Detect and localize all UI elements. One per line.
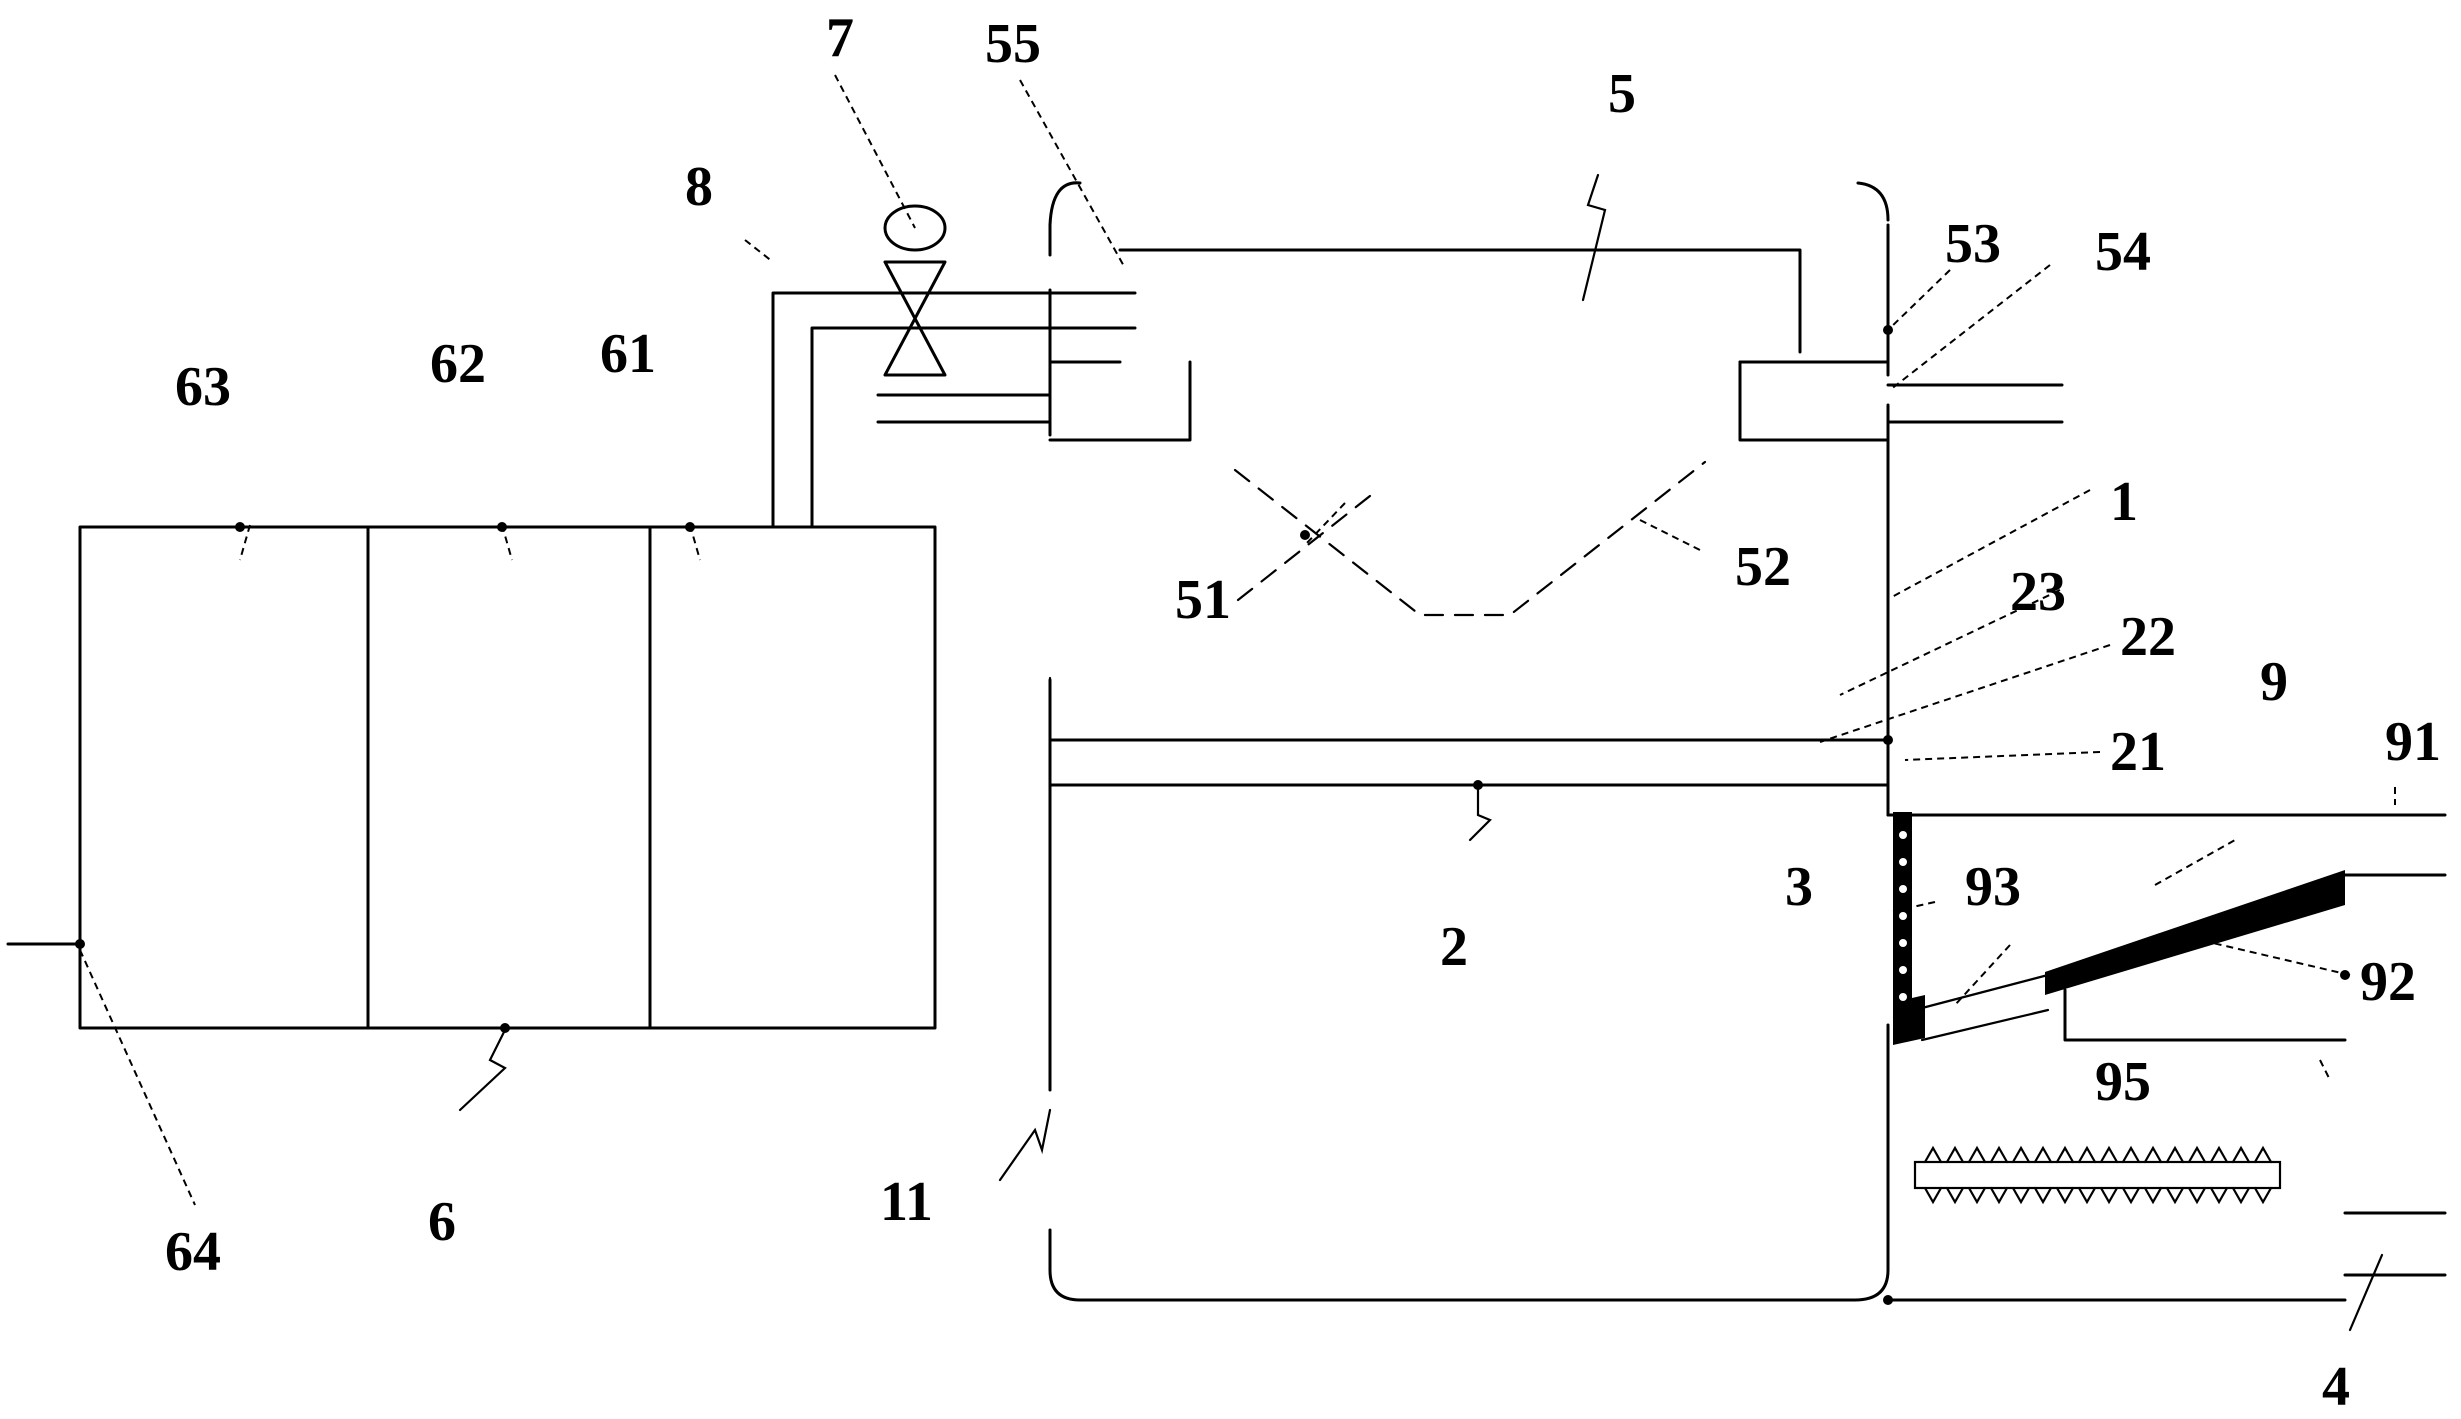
heating-element — [1913, 1145, 2282, 1205]
tank-body — [1048, 181, 2347, 1302]
label-2: 2 — [1440, 916, 1468, 978]
label-92: 92 — [2360, 951, 2416, 1013]
filter-cover — [1048, 248, 2064, 442]
label-5: 5 — [1608, 63, 1636, 125]
label-51: 51 — [1175, 569, 1231, 631]
storage-tank — [6, 525, 937, 1030]
label-53: 53 — [1945, 213, 2001, 275]
label-61: 61 — [600, 323, 656, 385]
partition-plate — [1048, 676, 1890, 787]
label-63: 63 — [175, 356, 231, 418]
label-3: 3 — [1785, 856, 1813, 918]
label-9: 9 — [2260, 651, 2288, 713]
label-11: 11 — [880, 1171, 933, 1233]
filter-bag — [1233, 460, 1707, 617]
label-8: 8 — [685, 156, 713, 218]
label-62: 62 — [430, 333, 486, 395]
junction-dots — [75, 325, 2350, 1305]
label-64: 64 — [165, 1221, 221, 1283]
label-22: 22 — [2120, 606, 2176, 668]
label-52: 52 — [1735, 536, 1791, 598]
label-54: 54 — [2095, 221, 2151, 283]
label-23: 23 — [2010, 561, 2066, 623]
valve — [883, 204, 947, 377]
connecting-pipe — [771, 291, 1137, 529]
label-7: 7 — [826, 7, 854, 69]
label-93: 93 — [1965, 856, 2021, 918]
side-chamber — [1886, 812, 2447, 1332]
label-21: 21 — [2110, 721, 2166, 783]
label-95: 95 — [2095, 1051, 2151, 1113]
label-6: 6 — [428, 1191, 456, 1253]
label-55: 55 — [985, 13, 1041, 75]
label-4: 4 — [2322, 1356, 2350, 1418]
label-91: 91 — [2385, 711, 2441, 773]
label-1: 1 — [2110, 471, 2138, 533]
leader-lines — [79, 74, 2396, 1206]
reference-labels: 7 55 5 8 53 54 63 62 61 1 51 52 23 22 9 … — [165, 7, 2441, 1418]
